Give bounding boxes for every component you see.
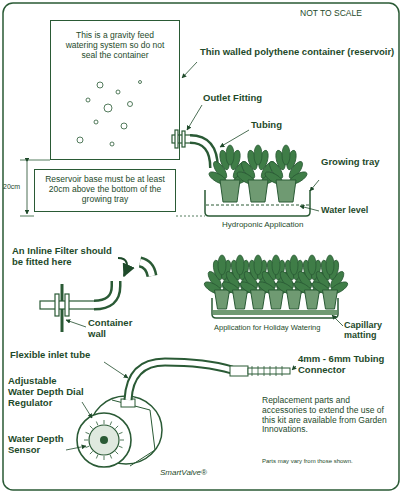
tubing bbox=[190, 139, 214, 168]
plants bbox=[203, 145, 350, 309]
bubbles bbox=[77, 81, 142, 147]
note-text: Replacement parts and accessories to ext… bbox=[262, 396, 392, 435]
smartvalve bbox=[77, 396, 162, 467]
tubing bbox=[140, 262, 152, 276]
part-label: Flexible inlet tube bbox=[10, 350, 110, 361]
part-label: Tubing bbox=[251, 120, 311, 131]
part-label: Container wall bbox=[88, 318, 148, 340]
note-text: Reservoir base must be at least 20cm abo… bbox=[41, 174, 169, 205]
filter-arrow bbox=[118, 258, 127, 276]
leader-line bbox=[66, 320, 86, 327]
part-label: Thin walled polythene container (reservo… bbox=[200, 47, 396, 58]
tubing bbox=[94, 281, 116, 305]
leader-line bbox=[182, 62, 319, 211]
part-label: Outlet Fitting bbox=[203, 93, 303, 104]
tubing bbox=[94, 281, 116, 305]
outlet-fitting bbox=[40, 294, 96, 316]
dimension-tick bbox=[20, 160, 50, 161]
dimension-tick bbox=[176, 216, 205, 217]
note-text: Parts may vary from those shown. bbox=[262, 458, 394, 465]
dimension-line bbox=[27, 162, 28, 214]
tubing-connector bbox=[230, 366, 290, 376]
connector-ribs bbox=[252, 366, 282, 376]
application-label: Application for Holiday Watering bbox=[214, 324, 342, 333]
outlet-fitting bbox=[172, 130, 192, 148]
dial-ridges bbox=[84, 420, 124, 460]
instruction-label: An Inline Filter should be fitted here bbox=[12, 246, 124, 268]
dimension-tick bbox=[20, 216, 34, 217]
scale-note: NOT TO SCALE bbox=[300, 9, 392, 19]
tubing bbox=[140, 262, 152, 276]
part-label: 4mm - 6mm Tubing Connector bbox=[298, 354, 396, 376]
dimension-label: 20cm bbox=[3, 183, 25, 191]
reservoir-container: This is a gravity feed watering system s… bbox=[50, 20, 180, 160]
inlet-tube bbox=[128, 362, 232, 400]
note-box: Reservoir base must be at least 20cm abo… bbox=[34, 169, 176, 212]
frame bbox=[3, 3, 399, 490]
part-label: Water Depth Sensor bbox=[8, 434, 72, 456]
part-label: Growing tray bbox=[321, 157, 381, 168]
leader-line bbox=[332, 315, 343, 326]
application-label: Hydroponic Application bbox=[222, 220, 342, 229]
part-label: Water level bbox=[321, 205, 397, 215]
leader-line bbox=[66, 362, 296, 450]
product-name: SmartValve® bbox=[160, 468, 230, 477]
capillary-matting bbox=[213, 310, 337, 315]
part-label: Capillary matting bbox=[344, 320, 398, 341]
part-label: Adjustable Water Depth Dial Regulator bbox=[8, 376, 84, 409]
reservoir-note: This is a gravity feed watering system s… bbox=[59, 30, 171, 61]
tubing bbox=[190, 139, 214, 168]
inlet-tube bbox=[128, 362, 232, 400]
water-level bbox=[206, 205, 309, 206]
